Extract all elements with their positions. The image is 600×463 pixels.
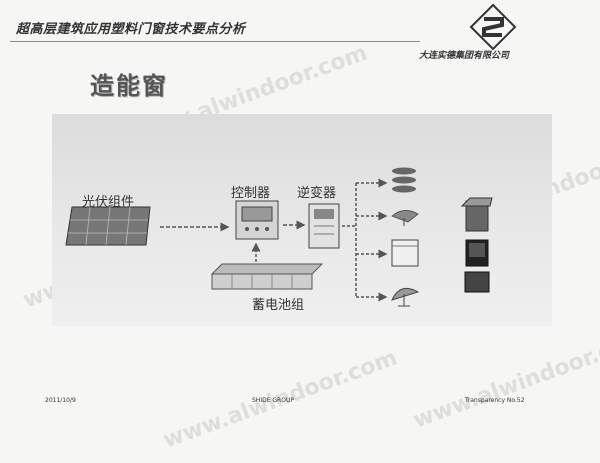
slide-title: 造能窗 — [90, 72, 168, 100]
company-logo-icon — [469, 3, 517, 51]
appliance-icon — [391, 239, 419, 267]
pv-panel-icon — [65, 206, 151, 246]
battery-bank-icon — [210, 263, 324, 290]
microwave-icon — [464, 271, 490, 293]
pv-module-label: 光伏组件 — [82, 195, 135, 210]
footer-date: 2011/10/9 — [45, 397, 76, 404]
controller-label: 控制器 — [231, 186, 271, 201]
inverter-label: 逆变器 — [297, 186, 337, 201]
battery-bank-label: 蓄电池组 — [252, 298, 305, 313]
lamps-icon — [392, 167, 416, 193]
distribution-bus — [342, 178, 388, 302]
refrigerator-icon — [460, 197, 493, 232]
television-icon — [465, 239, 489, 267]
footer-transparency: Transparency No.52 — [465, 397, 525, 404]
fan-icon — [391, 210, 419, 226]
inverter-icon — [308, 203, 340, 249]
header-title: 超高层建筑应用塑料门窗技术要点分析 — [16, 22, 246, 37]
controller-icon — [235, 200, 279, 240]
header-divider — [10, 41, 420, 42]
satellite-dish-icon — [391, 287, 420, 307]
company-name: 大连实德集团有限公司 — [419, 51, 510, 61]
footer-group: SHIDE GROUP — [252, 397, 294, 404]
